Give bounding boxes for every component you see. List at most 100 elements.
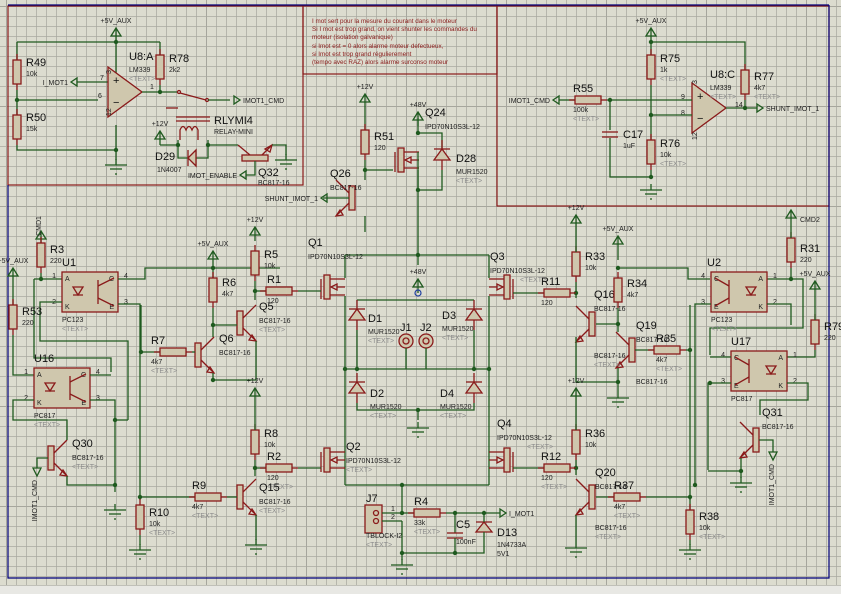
power-12v-q26[interactable]: +12V xyxy=(357,84,374,108)
net-label-imot1-cmd-q30[interactable]: IMOT1_CMD xyxy=(31,467,43,521)
power-5v-aux-u16[interactable]: +5V_AUX xyxy=(0,258,29,282)
power-5v-aux-r34[interactable]: +5V_AUX xyxy=(603,226,634,250)
wire[interactable] xyxy=(90,399,116,485)
wire[interactable] xyxy=(356,403,475,411)
net-label-imot1-cmd-in[interactable]: IMOT1_CMD xyxy=(509,94,560,106)
wire[interactable] xyxy=(767,303,792,325)
wire[interactable] xyxy=(213,341,257,381)
power-12v-r33[interactable]: +12V xyxy=(568,205,585,229)
net-label-shunt-imot-1[interactable]: SHUNT_IMOT_1 xyxy=(756,102,819,114)
power-5v-aux[interactable]: +5V_AUX xyxy=(101,18,132,42)
connector-j1[interactable]: J1 xyxy=(398,322,414,349)
wire[interactable] xyxy=(707,382,731,470)
wire[interactable] xyxy=(66,476,115,486)
wire[interactable] xyxy=(272,144,287,155)
wire[interactable] xyxy=(36,457,48,468)
net-label-shunt-imot-1-in[interactable]: SHUNT_IMOT_1 xyxy=(265,192,328,204)
wire[interactable] xyxy=(12,335,34,376)
wire[interactable] xyxy=(609,138,651,178)
wire[interactable] xyxy=(759,382,809,415)
wire[interactable] xyxy=(402,532,485,554)
power-5v-aux-u8c[interactable]: +5V_AUX xyxy=(636,18,667,42)
power-48v-bridge[interactable]: +48V xyxy=(410,269,427,293)
power-12v-relay[interactable]: +12V xyxy=(152,121,169,145)
wire[interactable] xyxy=(759,439,774,452)
wire[interactable] xyxy=(651,41,746,70)
power-5v-aux-r79[interactable]: +5V_AUX xyxy=(800,271,831,295)
wire[interactable] xyxy=(694,303,711,485)
power-12v-r36[interactable]: +12V xyxy=(568,378,585,402)
wire[interactable] xyxy=(12,399,68,430)
net-label-i-mot1-out[interactable]: I_MOT1 xyxy=(499,507,534,519)
wire[interactable] xyxy=(33,279,112,372)
power-cmd2[interactable]: CMD2 xyxy=(784,208,820,224)
wire[interactable] xyxy=(246,161,256,176)
connector-j2[interactable]: J2 xyxy=(418,322,434,349)
power-12v-r8[interactable]: +12V xyxy=(247,378,264,402)
net-label-i-mot1[interactable]: I_MOT1 xyxy=(43,76,78,88)
wire[interactable] xyxy=(418,132,443,150)
wire[interactable] xyxy=(709,278,804,355)
wire[interactable] xyxy=(575,337,618,383)
net-label-imot1-cmd-q31[interactable]: IMOT1_CMD xyxy=(767,451,779,505)
net-label-imot1-cmd[interactable]: IMOT1_CMD xyxy=(233,94,284,106)
wire[interactable] xyxy=(39,301,129,420)
net-label-imot-enable[interactable]: IMOT_ENABLE xyxy=(188,169,247,181)
wire[interactable] xyxy=(787,350,816,358)
wire[interactable] xyxy=(418,170,443,191)
wire[interactable] xyxy=(618,267,710,280)
power-12v-r5[interactable]: +12V xyxy=(247,217,264,241)
wire[interactable] xyxy=(118,303,141,500)
